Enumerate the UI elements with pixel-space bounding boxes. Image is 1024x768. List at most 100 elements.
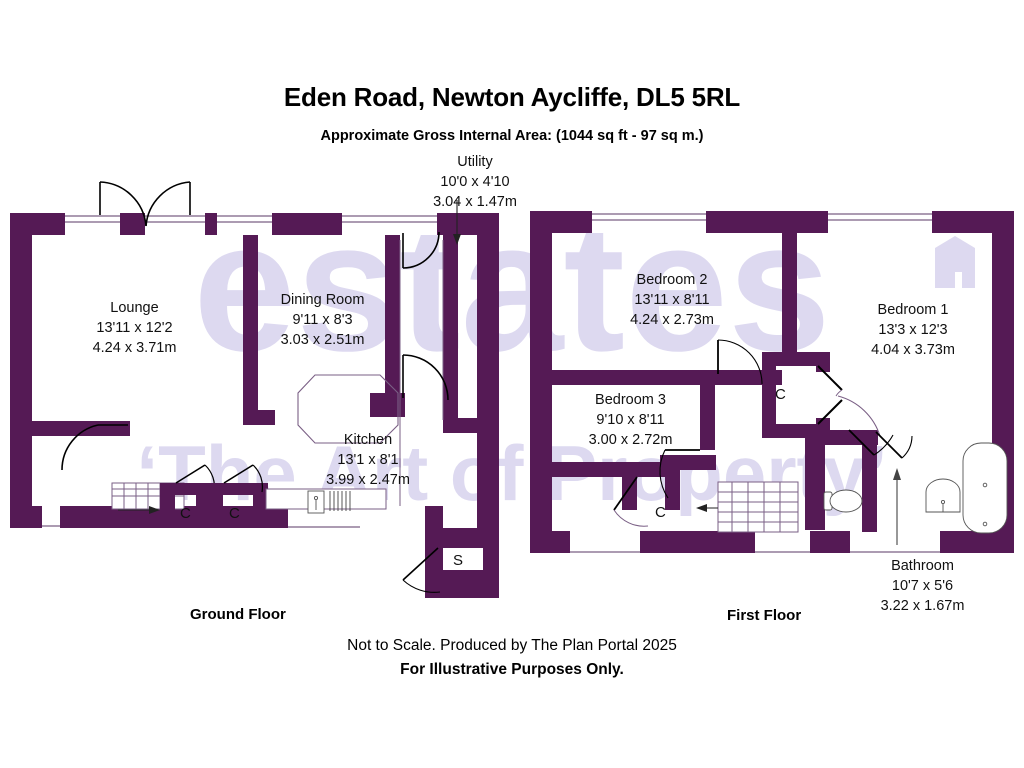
wall-ff-bottom-1 (530, 531, 570, 553)
room-name: Bedroom 1 (877, 302, 949, 318)
window-ff-top-a (592, 211, 706, 233)
room-metric: 3.22 x 1.67m (880, 598, 965, 614)
closet-letter-ff-2: C (655, 504, 666, 521)
kitchen-worktop (265, 488, 387, 510)
wall-gf-top-4 (272, 213, 342, 235)
wall-gf-store-right (477, 506, 499, 550)
door-ff-landing-bed1 (837, 395, 881, 437)
bathtub-icon (962, 442, 1008, 534)
disclaimer-line-2: For Illustrative Purposes Only. (400, 661, 624, 678)
closet-gf-2 (208, 464, 268, 511)
window-gf-kitchen (288, 506, 360, 528)
closet-gf-1 (160, 464, 216, 511)
room-label-utility: Utility 10'0 x 4'10 3.04 x 1.47m (405, 152, 545, 212)
wall-ff-bottom-2 (640, 531, 755, 553)
closet-ff-2 (613, 462, 680, 527)
room-label-bedroom-3: Bedroom 3 9'10 x 8'11 3.00 x 2.72m (553, 390, 708, 450)
closet-ff-1 (762, 352, 843, 438)
page-title: Eden Road, Newton Aycliffe, DL5 5RL (283, 82, 741, 112)
door-ff-bedroom2 (717, 339, 763, 385)
arrow-stairs-ground (118, 506, 160, 514)
wall-gf-utility-nib (443, 418, 479, 433)
wall-gf-left-upper (10, 213, 32, 428)
staircase-first (717, 481, 799, 533)
room-label-lounge: Lounge 13'11 x 12'2 4.24 x 3.71m (62, 298, 207, 358)
window-gf-bottom-left (42, 506, 60, 528)
wall-gf-top-2 (120, 213, 145, 235)
window-gf-top-a (65, 213, 120, 235)
wall-gf-bottom-3 (425, 506, 443, 528)
door-ff-bedroom1 (848, 429, 894, 456)
closet-letter-gf-2: C (229, 505, 240, 522)
wall-ff-bed3-landing (700, 385, 715, 450)
wall-ff-bathroom-top (820, 430, 878, 445)
wall-ff-top-2 (706, 211, 828, 233)
door-gf-utility (402, 231, 440, 269)
wall-gf-lounge-dining (243, 235, 258, 410)
store-letter-gf: S (453, 552, 464, 569)
wall-gf-top-3 (205, 213, 217, 235)
toilet-icon (823, 489, 863, 513)
room-metric: 4.04 x 3.73m (871, 342, 955, 358)
room-name: Dining Room (280, 292, 365, 308)
window-gf-top-b (145, 213, 205, 235)
window-gf-top-c (217, 213, 272, 235)
window-gf-top-d (342, 213, 437, 235)
ground-floor-label: Ground Floor (190, 606, 286, 623)
room-imperial: 13'11 x 8'11 (634, 292, 710, 308)
room-imperial: 13'1 x 8'1 (337, 452, 399, 468)
room-imperial: 13'11 x 12'2 (96, 320, 173, 336)
kitchen-sink (307, 490, 325, 514)
room-metric: 3.03 x 2.51m (280, 332, 365, 348)
room-label-bedroom-1: Bedroom 1 13'3 x 12'3 4.04 x 3.73m (833, 300, 993, 360)
page-subtitle: Approximate Gross Internal Area: (1044 s… (320, 128, 704, 144)
house-logo-icon (935, 236, 975, 288)
wall-gf-dining-nib (370, 393, 405, 417)
window-ff-bottom-a (570, 531, 640, 553)
wall-gf-lounge-nib (243, 410, 275, 425)
bathroom-leader-arrow (893, 468, 901, 480)
door-gf-front (99, 181, 191, 227)
wall-ff-landing-left (552, 462, 622, 477)
disclaimer-line-1: Not to Scale. Produced by The Plan Porta… (347, 637, 677, 654)
store-interior (443, 548, 483, 570)
wall-gf-lounge-bottom (10, 421, 130, 436)
arrow-gf-utility (453, 200, 461, 245)
room-imperial: 9'11 x 8'3 (292, 312, 353, 328)
window-ff-top-b (828, 211, 932, 233)
room-imperial: 10'0 x 4'10 (440, 174, 510, 190)
room-imperial: 10'7 x 5'6 (891, 578, 954, 594)
wall-gf-left-lower (10, 428, 32, 528)
first-floor-plan (530, 211, 1014, 553)
room-metric: 3.00 x 2.72m (588, 432, 673, 448)
door-ff-bathroom (875, 431, 913, 459)
room-label-bathroom: Bathroom 10'7 x 5'6 3.22 x 1.67m (845, 556, 1000, 616)
first-floor-label: First Floor (727, 607, 802, 624)
door-gf-dining-kitchen (402, 354, 449, 401)
window-ff-bottom-b (755, 531, 810, 553)
room-metric: 4.24 x 3.71m (92, 340, 177, 356)
wall-ff-left (530, 211, 552, 531)
wall-gf-dining-kitchen (385, 235, 400, 410)
room-label-dining-room: Dining Room 9'11 x 8'3 3.03 x 2.51m (250, 290, 395, 350)
wall-gf-utility-left (443, 235, 458, 425)
ground-floor-plan (10, 181, 499, 598)
wall-gf-right (477, 213, 499, 513)
closet-letter-gf-1: C (180, 505, 191, 522)
room-name: Utility (457, 154, 493, 170)
room-metric: 4.24 x 2.73m (630, 312, 714, 328)
room-imperial: 13'3 x 12'3 (878, 322, 948, 338)
room-metric: 3.04 x 1.47m (433, 194, 517, 210)
wall-ff-bottom-4 (940, 531, 1014, 553)
room-name: Kitchen (343, 432, 393, 448)
wall-ff-bed2-bed3 (552, 370, 782, 385)
wall-ff-bed2-bed1 (782, 233, 797, 353)
room-name: Bathroom (891, 558, 954, 574)
room-metric: 3.99 x 2.47m (326, 472, 410, 488)
arrow-stairs-first (696, 504, 718, 512)
wall-ff-landing-right (805, 430, 825, 530)
room-name: Bedroom 3 (595, 392, 666, 408)
wall-ff-bottom-3 (810, 531, 850, 553)
